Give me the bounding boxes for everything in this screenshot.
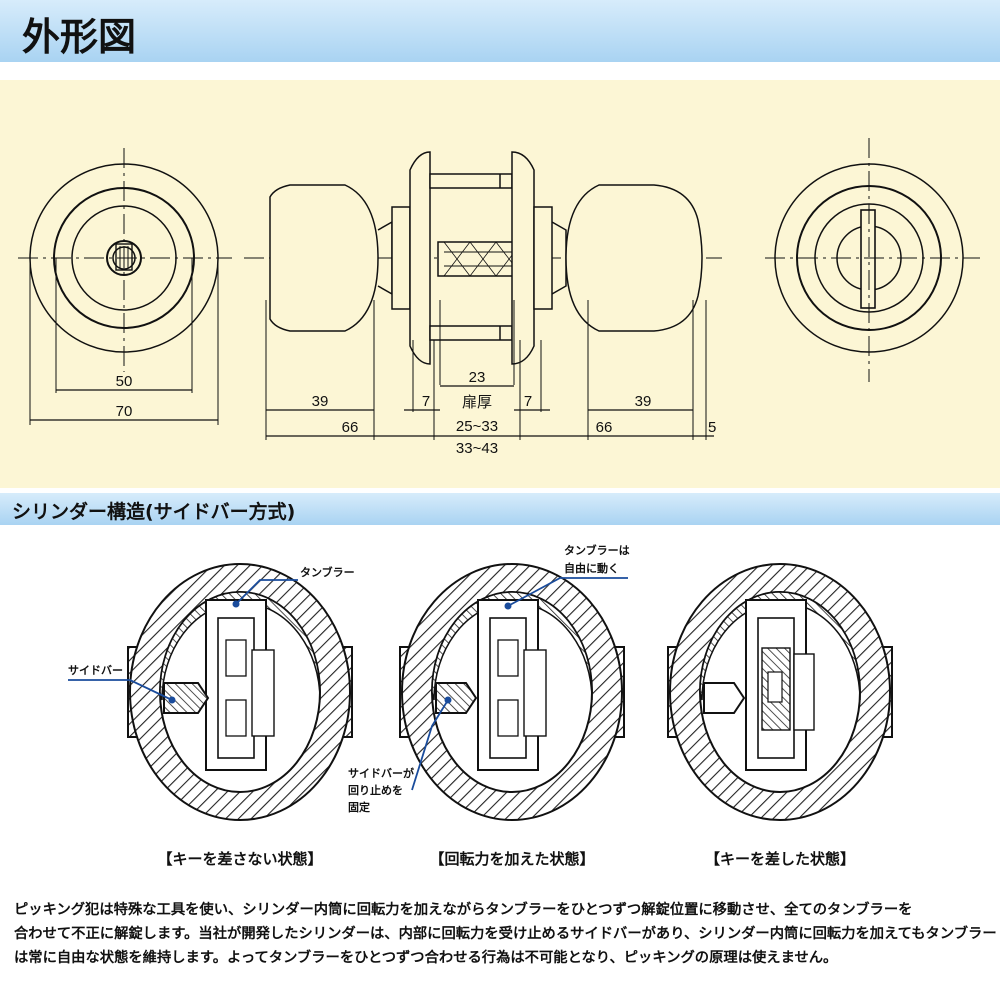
label-sidebar-2-line3: 固定 (348, 800, 370, 814)
leader-sidebar-1 (68, 679, 173, 701)
header-bar: 外形図 (0, 0, 1000, 62)
leader-dot-tumbler-1 (232, 600, 240, 608)
front-view-key-side (18, 148, 232, 425)
label-tumbler-2-line2: 自由に動く (564, 561, 619, 575)
label-tumbler-1: タンブラー (300, 565, 355, 579)
dim-5: 5 (708, 419, 716, 436)
cross-section-rotation (399, 563, 625, 821)
description-line-2: 合わせて不正に解錠します。当社が開発したシリンダーは、内部に回転力を受け止めるサ… (14, 926, 997, 942)
caption-state-2: 【回転力を加えた状態】 (429, 850, 594, 868)
cross-section-no-key (127, 563, 353, 821)
leader-tumbler-1 (235, 579, 298, 605)
dim-7-left: 7 (422, 393, 430, 410)
side-view (244, 151, 722, 440)
description-line-1: ピッキング犯は特殊な工具を使い、シリンダー内筒に回転力を加えながらタンブラーをひ… (14, 902, 913, 918)
leader-dot-tumbler-2 (504, 602, 512, 610)
leader-dot-sidebar-2 (444, 696, 452, 704)
side-view-dimension-lines (266, 385, 714, 437)
section-title: シリンダー構造(サイドバー方式) (12, 501, 296, 523)
dim-39-left: 39 (312, 393, 329, 410)
dim-door-range2: 33~43 (456, 440, 498, 457)
dim-door-label: 扉厚 (462, 394, 492, 411)
leader-dot-sidebar-1 (168, 696, 176, 704)
section-bar: シリンダー構造(サイドバー方式) (0, 493, 1000, 525)
leader-sidebar-2 (411, 699, 449, 791)
description-line-3: は常に自由な状態を維持します。よってタンブラーをひとつずつ合わせる行為は不可能と… (14, 950, 838, 966)
dim-23: 23 (469, 369, 486, 386)
rear-view-thumb-side (765, 138, 980, 382)
dim-50-label: 50 (116, 373, 133, 390)
dim-7-right: 7 (524, 393, 532, 410)
caption-state-1: 【キーを差さない状態】 (157, 850, 322, 868)
cross-section-key-inserted (667, 563, 893, 821)
caption-state-3: 【キーを差した状態】 (705, 850, 855, 868)
dim-66-left: 66 (342, 419, 359, 436)
dim-door-range: 25~33 (456, 418, 498, 435)
leader-tumbler-2 (507, 577, 628, 607)
dim-70-label: 70 (116, 403, 133, 420)
label-sidebar-2-line2: 回り止めを (348, 783, 403, 797)
dim-39-right: 39 (635, 393, 652, 410)
label-sidebar-2-line1: サイドバーが (348, 766, 414, 780)
label-sidebar-1: サイドバー (68, 664, 123, 677)
dim-66-right: 66 (596, 419, 613, 436)
page-title: 外形図 (22, 15, 137, 59)
description-text: ピッキング犯は特殊な工具を使い、シリンダー内筒に回転力を加えながらタンブラーをひ… (14, 898, 997, 970)
label-tumbler-2-line1: タンブラーは (564, 543, 630, 557)
